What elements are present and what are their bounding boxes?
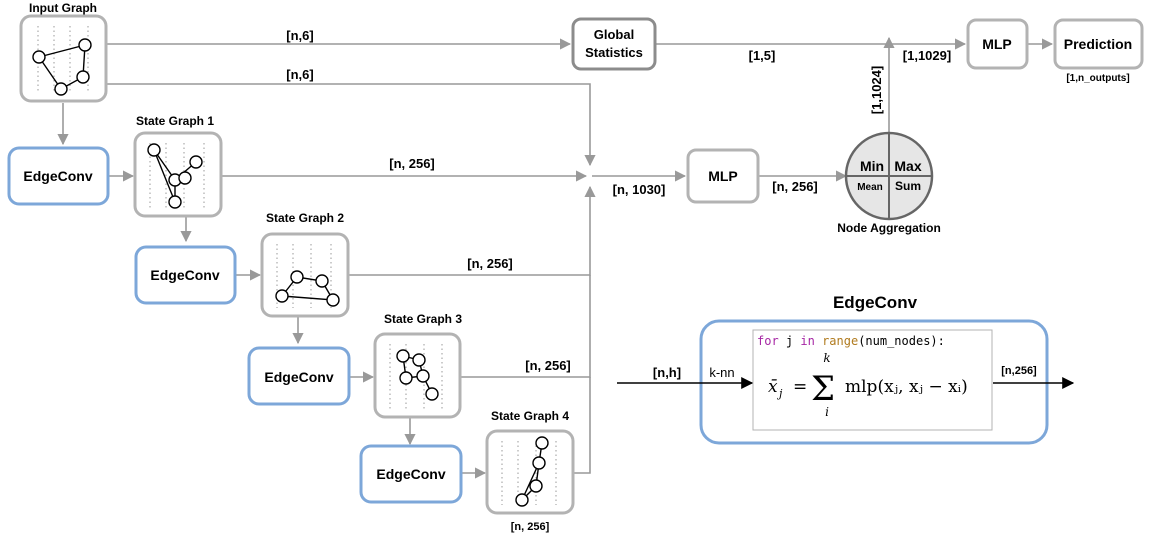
dimension-labels: [n,6] [n,6] [n, 256] [n, 256] [n, 256] [… [286,28,951,373]
edgeconv-label: EdgeConv [264,369,333,385]
formula-lhs: x̄ [768,377,778,397]
edgeconv-label: EdgeConv [376,466,445,482]
state-graph-2-icon [275,270,340,307]
dim-state2: [n, 256] [467,256,513,271]
input-graph-node: Input Graph [19,1,108,103]
formula-equals: = [793,377,807,397]
code-box [752,329,993,431]
code-keyword-for: for [757,334,779,348]
code-args: (num_nodes): [858,334,945,348]
state4-dim-label: [n, 256] [511,521,550,533]
code-line: for j in range(num_nodes): [757,334,945,348]
state-graph-title: State Graph 2 [266,211,344,225]
edgeconv-block-2[interactable]: EdgeConv [134,245,237,305]
state-graph-2-node: State Graph 2 [260,211,350,318]
edgeconv-block-1[interactable]: EdgeConv [7,146,110,206]
prediction-node[interactable]: Prediction [1053,18,1144,70]
aggregation-mean: Mean [857,182,883,193]
formula-rhs: mlp(xⱼ, xⱼ − xᵢ) [845,377,968,397]
dim-agg-out: [1,1024] [869,66,884,114]
edgeconv-block-3[interactable]: EdgeConv [247,346,351,406]
dim-global-out: [1,5] [749,48,776,63]
sum-lower-limit: i [825,405,829,419]
node-aggregation-node: Min Max Mean Sum [844,131,934,221]
edgeconv-input-dim: [n,h] [653,365,681,380]
connector-lines [57,36,1054,479]
state-graph-3-icon [396,349,439,401]
edgeconv-detail: EdgeConv [n,h] k-nn [n,256] for j in ran… [617,293,1075,445]
input-graph-title: Input Graph [29,1,97,15]
sum-upper-limit: k [823,351,830,365]
dim-state1: [n, 256] [389,156,435,171]
state-graph-title: State Graph 4 [491,409,569,423]
knn-label: k-nn [709,365,734,380]
code-func-range: range [822,334,858,348]
edgeconv-block-4[interactable]: EdgeConv [359,444,463,504]
state-graph-4-icon [515,436,549,507]
edgeconv-formula: x̄ j = Σ k i mlp(xⱼ, xⱼ − xᵢ) [768,351,968,419]
edge-input-to-concat [106,83,596,167]
code-var-j: j [779,334,801,348]
global-statistics-line2: Statistics [585,45,643,60]
aggregation-max: Max [894,158,921,174]
mlp-label: MLP [708,168,738,184]
state-graph-1-icon [147,143,203,209]
dim-input-to-concat: [n,6] [286,67,313,82]
aggregation-min: Min [860,158,884,174]
node-aggregation-label: Node Aggregation [837,221,941,235]
summation-symbol: Σ [811,369,835,409]
mlp-node-2[interactable]: MLP [966,18,1029,70]
state-graph-title: State Graph 3 [384,312,462,326]
state-graph-4-node: State Graph 4 [n, 256] [485,409,575,533]
edgeconv-label: EdgeConv [23,168,92,184]
state-graph-title: State Graph 1 [136,114,214,128]
code-keyword-in: in [800,334,814,348]
mlp-label: MLP [982,36,1012,52]
dim-merged: [1,1029] [903,48,951,63]
state-graph-3-node: State Graph 3 [373,312,462,419]
global-statistics-node[interactable]: Global Statistics [571,17,657,71]
outputs-dim-label: [1,n_outputs] [1066,73,1129,84]
formula-lhs-sub: j [776,387,783,400]
mlp-node-1[interactable]: MLP [686,148,760,204]
state-graph-1-node: State Graph 1 [133,114,223,218]
dim-input-to-global: [n,6] [286,28,313,43]
edge-state4-to-concat [573,377,591,474]
dim-state3: [n, 256] [525,358,571,373]
edgeconv-label: EdgeConv [150,267,219,283]
aggregation-sum: Sum [895,179,921,193]
dim-mlp-out: [n, 256] [772,179,818,194]
edgeconv-output-dim: [n,256] [1001,365,1037,377]
input-graph-icon [32,38,92,96]
dim-concat: [n, 1030] [613,182,666,197]
edgeconv-detail-title: EdgeConv [833,293,918,312]
global-statistics-line1: Global [594,27,634,42]
prediction-label: Prediction [1064,36,1132,52]
